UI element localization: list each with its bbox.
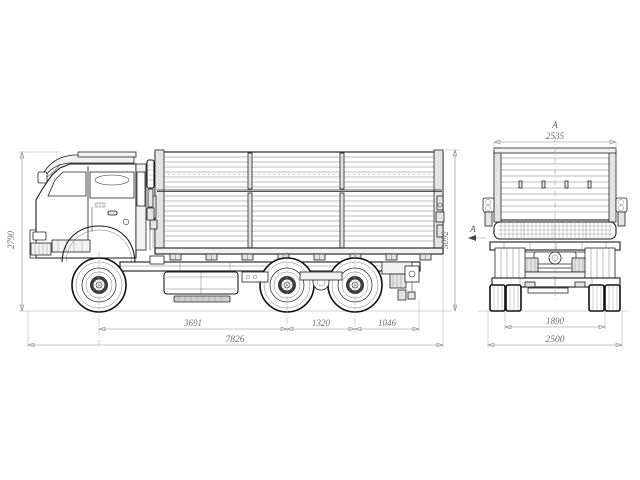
sun-visor — [43, 154, 135, 175]
dim-1320-label: 1320 — [312, 318, 331, 328]
rear-tyres-left — [489, 284, 522, 312]
section-letter-a-top: A — [551, 120, 558, 130]
dim-1046-label: 1046 — [378, 318, 397, 328]
headlight — [32, 231, 47, 241]
fuel-tank — [163, 271, 239, 295]
rear-cab-window — [136, 171, 146, 207]
door-handle — [107, 210, 118, 216]
side-view-dimensions: 2790 3092 3691 1320 — [6, 149, 460, 348]
tandem-differential — [299, 271, 343, 291]
dim-2790-label: 2790 — [6, 231, 16, 250]
door-lock — [122, 218, 130, 226]
dim-2535-label: 2535 — [546, 131, 565, 141]
dim-body-width: 2535 A — [493, 120, 617, 150]
body-vertical-posts — [247, 152, 345, 249]
body-plank-lines — [164, 156, 434, 242]
dim-1890-label: 1890 — [546, 316, 565, 326]
rear-elevation-view — [478, 136, 628, 312]
tow-hitch — [397, 289, 407, 301]
section-arrow-a-left: A — [468, 224, 486, 241]
exhaust-stack — [146, 159, 155, 250]
rear-latches — [518, 180, 592, 189]
rear-view-dimensions: 2535 A 1890 2500 A — [468, 120, 623, 348]
dim-rear-overhang: 1046 — [354, 300, 420, 332]
cab — [29, 151, 155, 263]
cargo-body — [149, 149, 445, 261]
dim-3691-label: 3691 — [183, 318, 202, 328]
dim-front-to-axle: 3691 — [98, 318, 288, 332]
cab-rear-column — [135, 163, 147, 251]
front-bumper — [30, 242, 52, 256]
dim-track-width: 1890 — [504, 311, 606, 330]
side-step — [173, 295, 231, 303]
dim-overall-length: 7826 — [27, 254, 444, 348]
dim-7826-label: 7826 — [226, 335, 245, 345]
side-elevation-view — [18, 149, 452, 345]
bracket-center-slots — [175, 254, 426, 260]
chassis-equipment — [149, 255, 269, 283]
dim-cab-height: 2790 — [6, 151, 60, 312]
dim-axle-spacing: 1320 — [286, 318, 356, 332]
rear-tyres-right — [588, 284, 621, 312]
dim-overall-width: 2500 — [487, 311, 623, 348]
windshield — [47, 171, 87, 197]
rear-corner-lights — [482, 197, 628, 227]
rear-suspension-assembly — [381, 261, 420, 301]
dim-3092-label: 3092 — [440, 231, 450, 251]
section-letter-a-left: A — [469, 224, 476, 234]
rear-tailgate-hardware — [435, 195, 445, 238]
side-mirror — [37, 163, 61, 184]
dim-2500-label: 2500 — [546, 335, 565, 345]
dim-body-height: 3092 — [440, 149, 460, 312]
